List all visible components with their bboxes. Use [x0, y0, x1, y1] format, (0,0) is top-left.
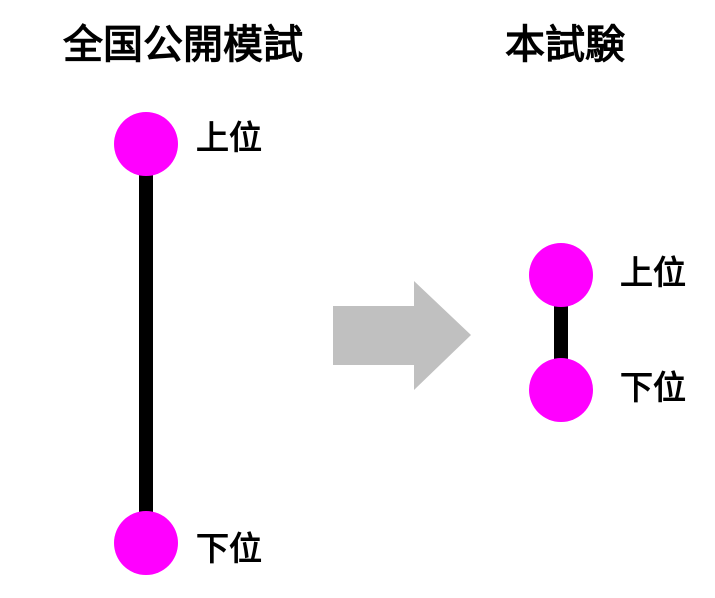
left-bottom-label: 下位 — [196, 529, 262, 568]
left-top-label: 上位 — [196, 118, 262, 157]
right-top-dot — [529, 243, 593, 307]
right-bottom-label: 下位 — [620, 368, 686, 407]
right-top-label: 上位 — [620, 253, 686, 292]
left-top-dot — [114, 112, 178, 176]
right-arrow-icon — [333, 281, 471, 390]
right-title: 本試験 — [505, 22, 626, 68]
left-title: 全国公開模試 — [62, 22, 303, 68]
right-bottom-dot — [529, 358, 593, 422]
left-bottom-dot — [114, 511, 178, 575]
